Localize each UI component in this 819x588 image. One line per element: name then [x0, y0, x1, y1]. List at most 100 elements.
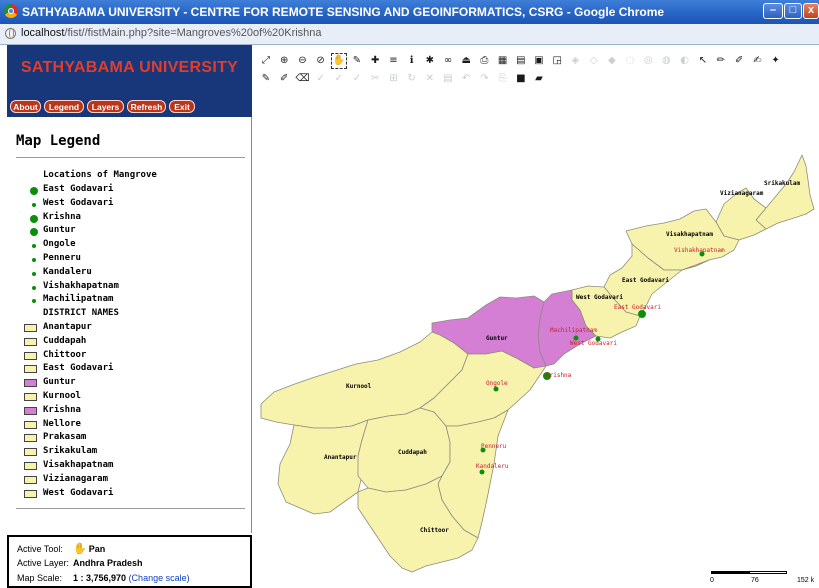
address-bar[interactable]: localhost/fist//fistMain.php?site=Mangro…	[0, 24, 819, 45]
edit-move-icon[interactable]: ✐	[279, 73, 289, 84]
select-box-icon[interactable]: ▣	[534, 55, 544, 66]
full-extent-icon[interactable]: ⤢	[262, 55, 270, 66]
minimize-button[interactable]: –	[763, 3, 783, 19]
legend-district-label: Cuddapah	[43, 335, 87, 346]
mangrove-point[interactable]	[479, 469, 485, 475]
mangrove-dot-icon	[30, 214, 38, 223]
mangrove-point[interactable]	[493, 386, 499, 392]
district-swatch-icon	[24, 475, 37, 484]
district-srikakulam	[755, 154, 815, 230]
active-layer-label: Active Layer:	[17, 558, 70, 568]
add-line-icon[interactable]: ✓	[334, 73, 343, 84]
zoom-out-icon[interactable]: ⊖	[298, 55, 307, 66]
map-mangrove-label: East Godavari	[614, 304, 661, 311]
legend-district-label: West Godavari	[43, 487, 114, 498]
scale-bar-segment-black	[711, 571, 749, 574]
map-district-label: East Godavari	[622, 277, 669, 284]
save-icon[interactable]: ■	[516, 73, 526, 84]
snap-icon[interactable]: ✦	[771, 55, 780, 66]
redo-icon[interactable]: ↷	[480, 73, 489, 84]
refresh-button[interactable]: Refresh	[127, 100, 166, 113]
eraser-icon[interactable]: ⌫	[295, 73, 310, 84]
edit-vertex-icon[interactable]: ✎	[261, 73, 271, 84]
maximize-button[interactable]: □	[784, 3, 802, 19]
url-host: localhost	[21, 27, 65, 39]
zoom-in-icon[interactable]: ⊕	[279, 55, 289, 66]
copy-icon[interactable]: ⎘	[498, 73, 507, 84]
undo-icon[interactable]: ↶	[461, 73, 471, 84]
district-swatch-icon	[24, 420, 37, 429]
digitize-icon[interactable]: ✍	[753, 55, 762, 66]
attribute-icon[interactable]: ▤	[443, 73, 453, 84]
district-heading: DISTRICT NAMES	[43, 308, 119, 319]
rotate-icon[interactable]: ↻	[407, 73, 416, 84]
legend-district-label: Srikakulam	[43, 446, 98, 457]
select-query-icon[interactable]: ◲	[552, 55, 562, 66]
mangrove-point[interactable]	[573, 335, 579, 341]
layer-add-icon[interactable]: ✚	[370, 55, 380, 66]
exit-button[interactable]: Exit	[169, 100, 195, 113]
map-district-label: Guntur	[486, 335, 508, 342]
brush-icon[interactable]: ✐	[734, 55, 744, 66]
select-clear-icon[interactable]: ◎	[643, 55, 653, 66]
add-poly-icon[interactable]: ✓	[352, 73, 362, 84]
merge-icon[interactable]: ⊞	[389, 73, 398, 84]
select-buffer-icon[interactable]: ◍	[662, 55, 671, 66]
change-scale-link[interactable]: (Change scale)	[128, 573, 190, 583]
url-text[interactable]: localhost/fist//fistMain.php?site=Mangro…	[21, 27, 322, 39]
open-folder-icon[interactable]: ▰	[535, 73, 543, 84]
mangrove-dot-icon	[32, 271, 36, 276]
active-tool-label: Active Tool:	[17, 544, 63, 554]
mangrove-point[interactable]	[543, 372, 551, 380]
status-box: Active Tool:✋Pan Active Layer:Andhra Pra…	[7, 535, 252, 588]
add-point-icon[interactable]: ✓	[316, 73, 325, 84]
pointer-icon[interactable]: ↖	[698, 55, 707, 66]
legend-mangrove-label: Ongole	[43, 239, 76, 250]
layer-edit-icon[interactable]: ✎	[352, 55, 362, 66]
legend-district-label: Nellore	[43, 418, 81, 429]
mangrove-point[interactable]	[638, 310, 646, 318]
layer-stack-icon[interactable]: ≡	[389, 55, 398, 66]
delete-feature-icon[interactable]: ✕	[425, 73, 434, 84]
district-swatch-icon	[24, 406, 37, 415]
zoom-previous-icon[interactable]: ⊘	[316, 55, 325, 66]
legend-mangrove-label: Guntur	[43, 225, 76, 236]
select-poly-icon[interactable]: ◆	[607, 55, 616, 66]
split-icon[interactable]: ✂	[370, 73, 380, 84]
pan-hand-icon[interactable]: ✋	[330, 53, 347, 69]
pencil-icon[interactable]: ✏	[716, 55, 726, 66]
mangrove-dot-icon	[30, 228, 38, 237]
mangrove-point[interactable]	[480, 447, 486, 453]
legend-district-label: Kurnool	[43, 391, 81, 401]
brand-header: SATHYABAMA UNIVERSITY	[7, 45, 252, 97]
select-point-icon[interactable]: ◈	[571, 55, 580, 66]
map-mangrove-label: Ongole	[486, 380, 508, 387]
legend-district-label: Visakhapatnam	[43, 460, 114, 470]
info-icon[interactable]: ℹ	[409, 55, 414, 66]
scale-tick-152: 152 k	[797, 577, 815, 584]
mangrove-point[interactable]	[595, 336, 601, 342]
andhra-pradesh-map[interactable]: SrikakulamVizianagaramVisakhapatnamEast …	[254, 92, 819, 588]
select-all-icon[interactable]: ◐	[680, 55, 689, 66]
map-district-label: Kurnool	[346, 383, 372, 390]
measure-icon[interactable]: ⏏	[461, 55, 471, 66]
table-icon[interactable]: ▦	[497, 55, 508, 66]
about-button[interactable]: About	[10, 100, 41, 113]
mangrove-point[interactable]	[699, 251, 705, 257]
print-icon[interactable]: ⎙	[480, 55, 489, 66]
district-swatch-icon	[24, 365, 37, 374]
legend-district-label: Chittoor	[43, 349, 87, 360]
export-icon[interactable]: ▤	[516, 55, 526, 66]
legend-button[interactable]: Legend	[44, 100, 84, 113]
map-district-label: Visakhapatnam	[666, 231, 713, 238]
scale-tick-0: 0	[710, 577, 714, 584]
district-vizianagaram	[715, 187, 767, 241]
identify-icon[interactable]: ✱	[425, 55, 434, 66]
select-circle-icon[interactable]: ◌	[625, 55, 635, 66]
mangrove-dot-icon	[32, 285, 36, 290]
select-line-icon[interactable]: ◇	[589, 55, 598, 66]
layers-button[interactable]: Layers	[87, 100, 124, 113]
close-button[interactable]: x	[803, 3, 819, 19]
binoculars-icon[interactable]: ∞	[443, 55, 453, 66]
